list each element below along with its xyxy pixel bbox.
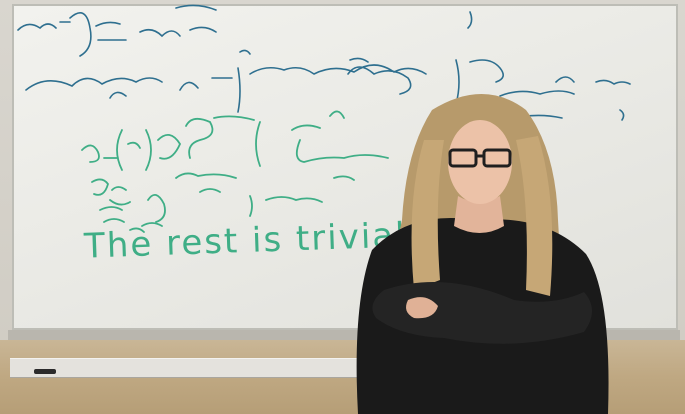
hair-front [411, 136, 553, 296]
green-line-3 [129, 222, 163, 233]
crossed-arms [372, 282, 592, 344]
glasses-icon [448, 148, 512, 168]
green-line-4 [99, 206, 125, 223]
equation-line-2 [25, 59, 504, 113]
equation-line-4 [499, 76, 631, 121]
green-line-2 [91, 172, 355, 223]
marker-tray [10, 358, 390, 378]
hand [406, 297, 438, 319]
equation-line-3 [239, 11, 473, 63]
face [448, 120, 512, 204]
neck [454, 196, 504, 233]
green-line-1 [81, 110, 389, 171]
marker-icon [34, 369, 56, 374]
equation-line-1 [17, 4, 217, 57]
